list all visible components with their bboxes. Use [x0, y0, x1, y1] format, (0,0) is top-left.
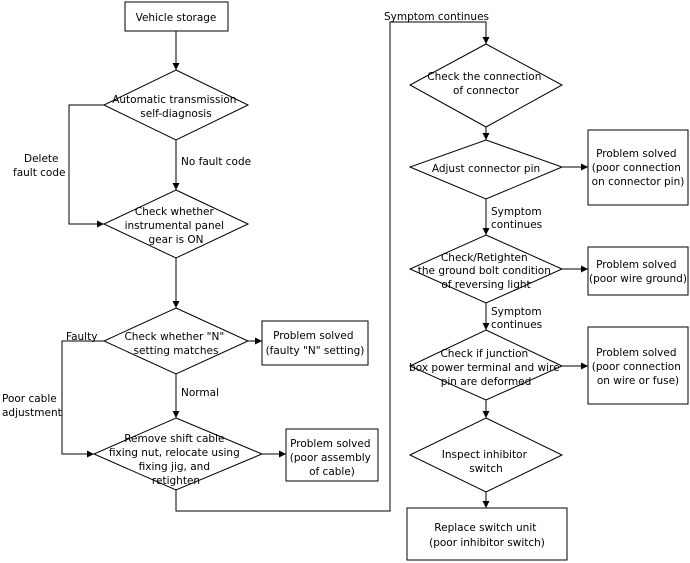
- edge-label-faulty: Faulty: [66, 331, 97, 343]
- edge-label-no-fault-code: No fault code: [181, 156, 251, 168]
- node-label: Problem solved (poor assembly of cable): [290, 438, 374, 478]
- edge-delete-fault-code: [68, 104, 104, 228]
- node-label: Check the connection of connector: [427, 71, 544, 97]
- node-adjust-pin: Adjust connector pin: [408, 139, 564, 200]
- node-label: Check/Retighten the ground bolt conditio…: [418, 252, 554, 291]
- edge-label-symptom-continues-top: Symptom continues: [384, 11, 489, 23]
- node-check-junction: Check if junction box power terminal and…: [408, 329, 564, 401]
- node-label: Problem solved (poor connection on wire …: [592, 347, 684, 387]
- node-label: Remove shift cable fixing nut, relocate …: [109, 433, 243, 487]
- node-solved-junction: Problem solved (poor connection on wire …: [587, 326, 689, 405]
- node-label: Adjust connector pin: [432, 163, 540, 175]
- edge-label-poor-cable-adjustment: Poor cable adjustment: [2, 393, 62, 419]
- node-solved-pin: Problem solved (poor connection on conne…: [587, 129, 689, 206]
- node-solved-cable: Problem solved (poor assembly of cable): [285, 428, 379, 482]
- node-label: Problem solved (poor connection on conne…: [592, 148, 685, 188]
- node-check-n-setting: Check whether "N" setting matches: [102, 307, 250, 375]
- node-at-self-diagnosis: Automatic transmission self-diagnosis: [102, 69, 250, 141]
- connectors-right: [482, 127, 588, 508]
- edge-symptom-continues-top: [175, 21, 490, 512]
- node-label: Problem solved (faulty "N" setting): [266, 330, 365, 357]
- node-label: Replace switch unit (poor inhibitor swit…: [429, 522, 545, 549]
- node-check-ground-bolt: Check/Retighten the ground bolt conditio…: [408, 234, 564, 304]
- edge-label-delete-fault-code: Delete fault code: [13, 153, 65, 179]
- node-check-connection: Check the connection of connector: [408, 43, 564, 128]
- node-replace-switch: Replace switch unit (poor inhibitor swit…: [406, 507, 568, 561]
- edge-label-normal: Normal: [181, 387, 219, 399]
- edge-label-symptom-continues-1: Symptom continues: [491, 206, 545, 231]
- node-remove-shift-cable: Remove shift cable fixing nut, relocate …: [92, 417, 264, 491]
- node-inspect-inhibitor: Inspect inhibitor switch: [408, 417, 564, 493]
- edge-faulty: [61, 340, 104, 458]
- edge-label-symptom-continues-2: Symptom continues: [491, 306, 545, 331]
- node-label: Automatic transmission self-diagnosis: [112, 94, 240, 120]
- node-label: Check whether "N" setting matches: [124, 331, 227, 357]
- node-label: Check if junction box power terminal and…: [409, 348, 563, 388]
- node-label: Check whether instrumental panel gear is…: [125, 206, 228, 246]
- node-vehicle-storage: Vehicle storage: [124, 1, 229, 32]
- node-check-gear-on: Check whether instrumental panel gear is…: [102, 189, 250, 259]
- connectors-left: [61, 21, 490, 512]
- node-solved-ground: Problem solved (poor wire ground): [587, 246, 689, 296]
- node-label: Vehicle storage: [136, 12, 217, 24]
- node-solved-n-setting: Problem solved (faulty "N" setting): [261, 320, 369, 366]
- node-label: Inspect inhibitor switch: [442, 449, 531, 475]
- node-label: Problem solved (poor wire ground): [589, 259, 687, 285]
